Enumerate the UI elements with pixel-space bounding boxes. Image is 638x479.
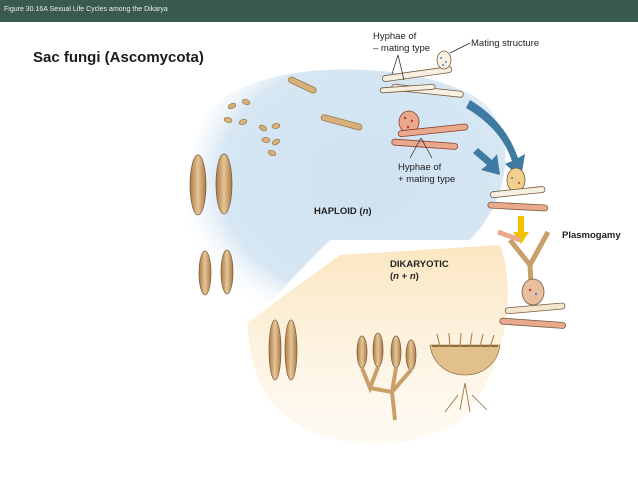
plasmogamy-label: Plasmogamy xyxy=(562,230,621,241)
ascospores xyxy=(223,98,281,157)
haploid-label: HAPLOID (n) xyxy=(314,206,372,218)
dikaryotic-label-line1: DIKARYOTIC xyxy=(390,259,449,270)
dikaryotic-open: ( xyxy=(390,271,394,282)
hyphae-minus-label-line2: – mating type xyxy=(373,43,431,54)
developing-asci xyxy=(356,332,417,421)
asci-group-left xyxy=(189,153,298,381)
haploid-label-prefix: HAPLOID ( xyxy=(314,206,363,217)
dikaryotic-n2: n xyxy=(409,271,416,282)
hyphae-minus-mating-type xyxy=(379,50,464,98)
hyphae-minus-label: Hyphae of – mating type xyxy=(373,31,430,55)
dikaryotic-label-line2: (n + n) xyxy=(390,271,449,283)
label-pointers xyxy=(391,42,471,159)
hyphae-minus-label-line1: Hyphae of xyxy=(373,31,417,42)
figure-caption: Figure 30.16A Sexual Life Cycles among t… xyxy=(4,6,168,13)
dikaryotic-hyphae xyxy=(497,229,567,329)
germinating-hyphae xyxy=(288,76,363,131)
dikaryotic-label: DIKARYOTIC (n + n) xyxy=(390,259,449,283)
diagram-title: Sac fungi (Ascomycota) xyxy=(33,49,204,66)
dikaryotic-n1: n xyxy=(393,271,399,282)
dikaryotic-plus: + xyxy=(398,271,410,282)
haploid-zone xyxy=(187,69,506,330)
haploid-label-n: n xyxy=(362,206,369,217)
dikaryotic-close: ) xyxy=(415,271,419,282)
haploid-label-suffix: ) xyxy=(368,206,372,217)
hyphae-plus-label: Hyphae of + mating type xyxy=(398,162,455,186)
hyphae-plus-label-line1: Hyphae of xyxy=(398,162,442,173)
mating-structure-stage xyxy=(487,167,549,212)
hyphae-plus-label-line2: + mating type xyxy=(398,174,456,185)
ascocarp xyxy=(429,332,501,413)
header-bar: Figure 30.16A Sexual Life Cycles among t… xyxy=(0,0,638,22)
mating-structure-label: Mating structure xyxy=(471,38,540,49)
